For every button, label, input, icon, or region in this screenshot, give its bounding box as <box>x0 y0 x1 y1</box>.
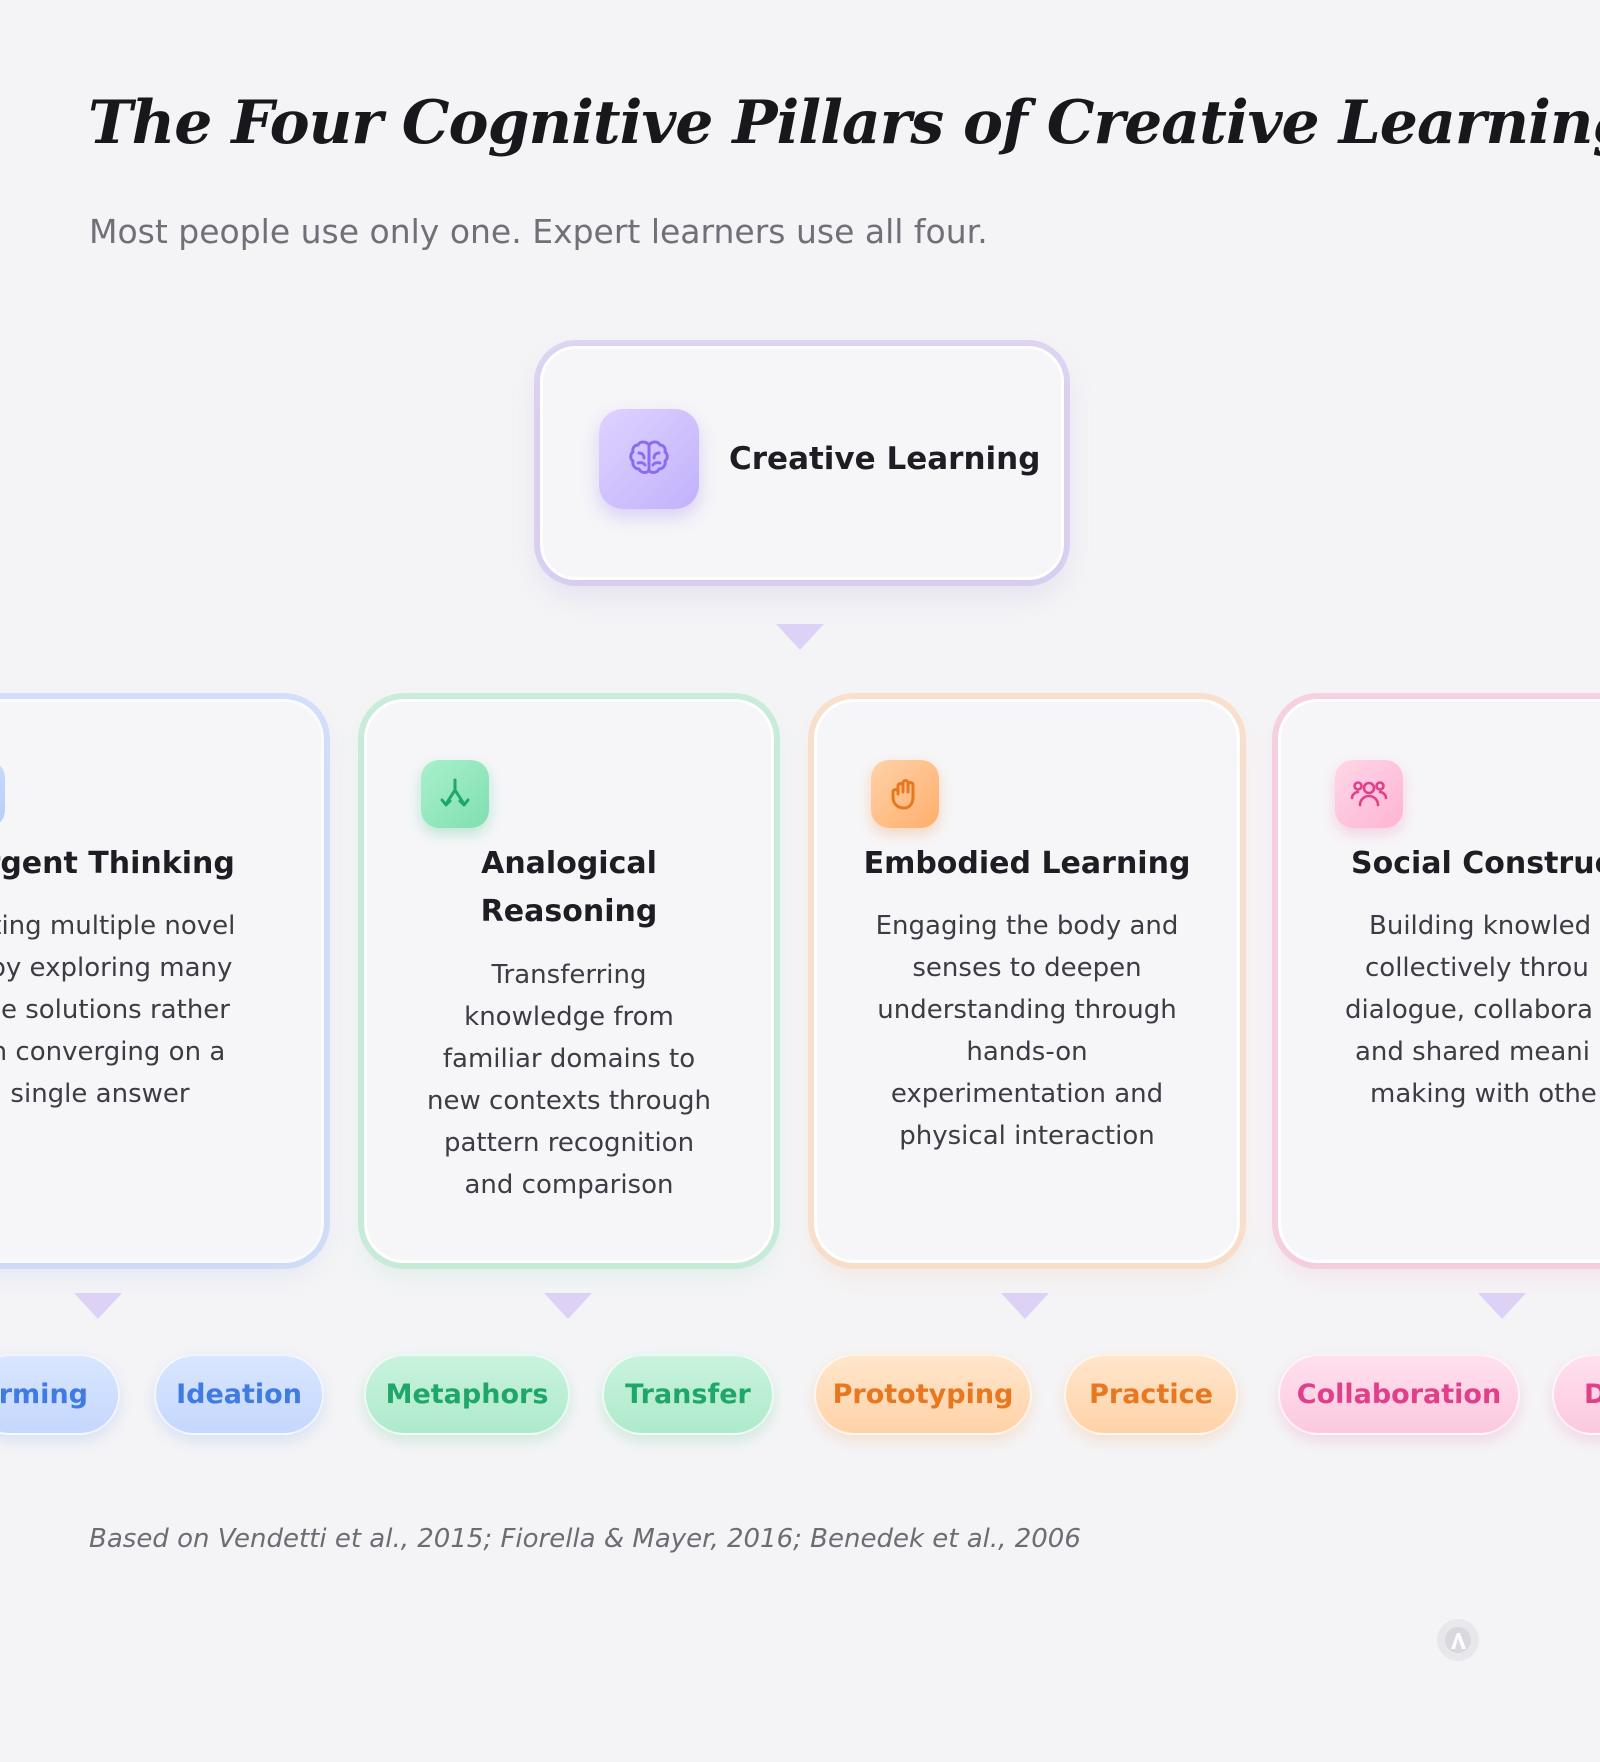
page-subtitle: Most people use only one. Expert learner… <box>89 212 988 251</box>
citation-footer: Based on Vendetti et al., 2015; Fiorella… <box>89 1524 1081 1554</box>
pillar-down-arrow <box>1001 1293 1049 1319</box>
watermark-logo-icon <box>1437 1619 1479 1661</box>
concept-pill: D <box>1552 1354 1600 1435</box>
page-title: The Four Cognitive Pillars of Creative L… <box>88 88 1600 158</box>
root-down-arrow <box>776 624 824 650</box>
pillar-title: Embodied Learning <box>863 846 1191 881</box>
pillar-title: Social Construct <box>1351 846 1600 881</box>
pillar-description: Transferring knowledge from familiar dom… <box>427 960 711 1200</box>
pillar-down-arrow <box>544 1293 592 1319</box>
brain-icon <box>599 409 699 509</box>
pillar-card-social-constructivism: Social Construct Building knowled collec… <box>1278 699 1600 1263</box>
concept-pill: orming <box>0 1354 120 1435</box>
concept-pill: Ideation <box>154 1354 324 1435</box>
concept-pill: Collaboration <box>1278 1354 1520 1435</box>
people-icon <box>1335 760 1403 828</box>
pillar-card-embodied-learning: Embodied Learning Engaging the body and … <box>814 699 1240 1263</box>
pillar-down-arrow <box>1478 1293 1526 1319</box>
pillar-description: Engaging the body and senses to deepen u… <box>875 911 1179 1151</box>
pillar-down-arrow <box>74 1293 122 1319</box>
pillar-description: Building knowled collectively throu dial… <box>1345 911 1597 1109</box>
hand-icon <box>871 760 939 828</box>
root-label: Creative Learning <box>729 441 1041 477</box>
split-arrows-icon <box>421 760 489 828</box>
pillar-description: rating multiple novel s by exploring man… <box>0 911 236 1109</box>
pillar-card-divergent-thinking: ergent Thinking rating multiple novel s … <box>0 699 324 1263</box>
root-node: Creative Learning <box>540 346 1064 580</box>
lightbulb-icon <box>0 760 5 828</box>
pillar-title: Analogical Reasoning <box>480 846 658 929</box>
concept-pill: Practice <box>1064 1354 1238 1435</box>
concept-pill: Prototyping <box>814 1354 1032 1435</box>
pillar-card-analogical-reasoning: Analogical Reasoning Transferring knowle… <box>364 699 774 1263</box>
concept-pill: Metaphors <box>364 1354 570 1435</box>
pillar-title: ergent Thinking <box>0 846 235 881</box>
concept-pill: Transfer <box>602 1354 774 1435</box>
